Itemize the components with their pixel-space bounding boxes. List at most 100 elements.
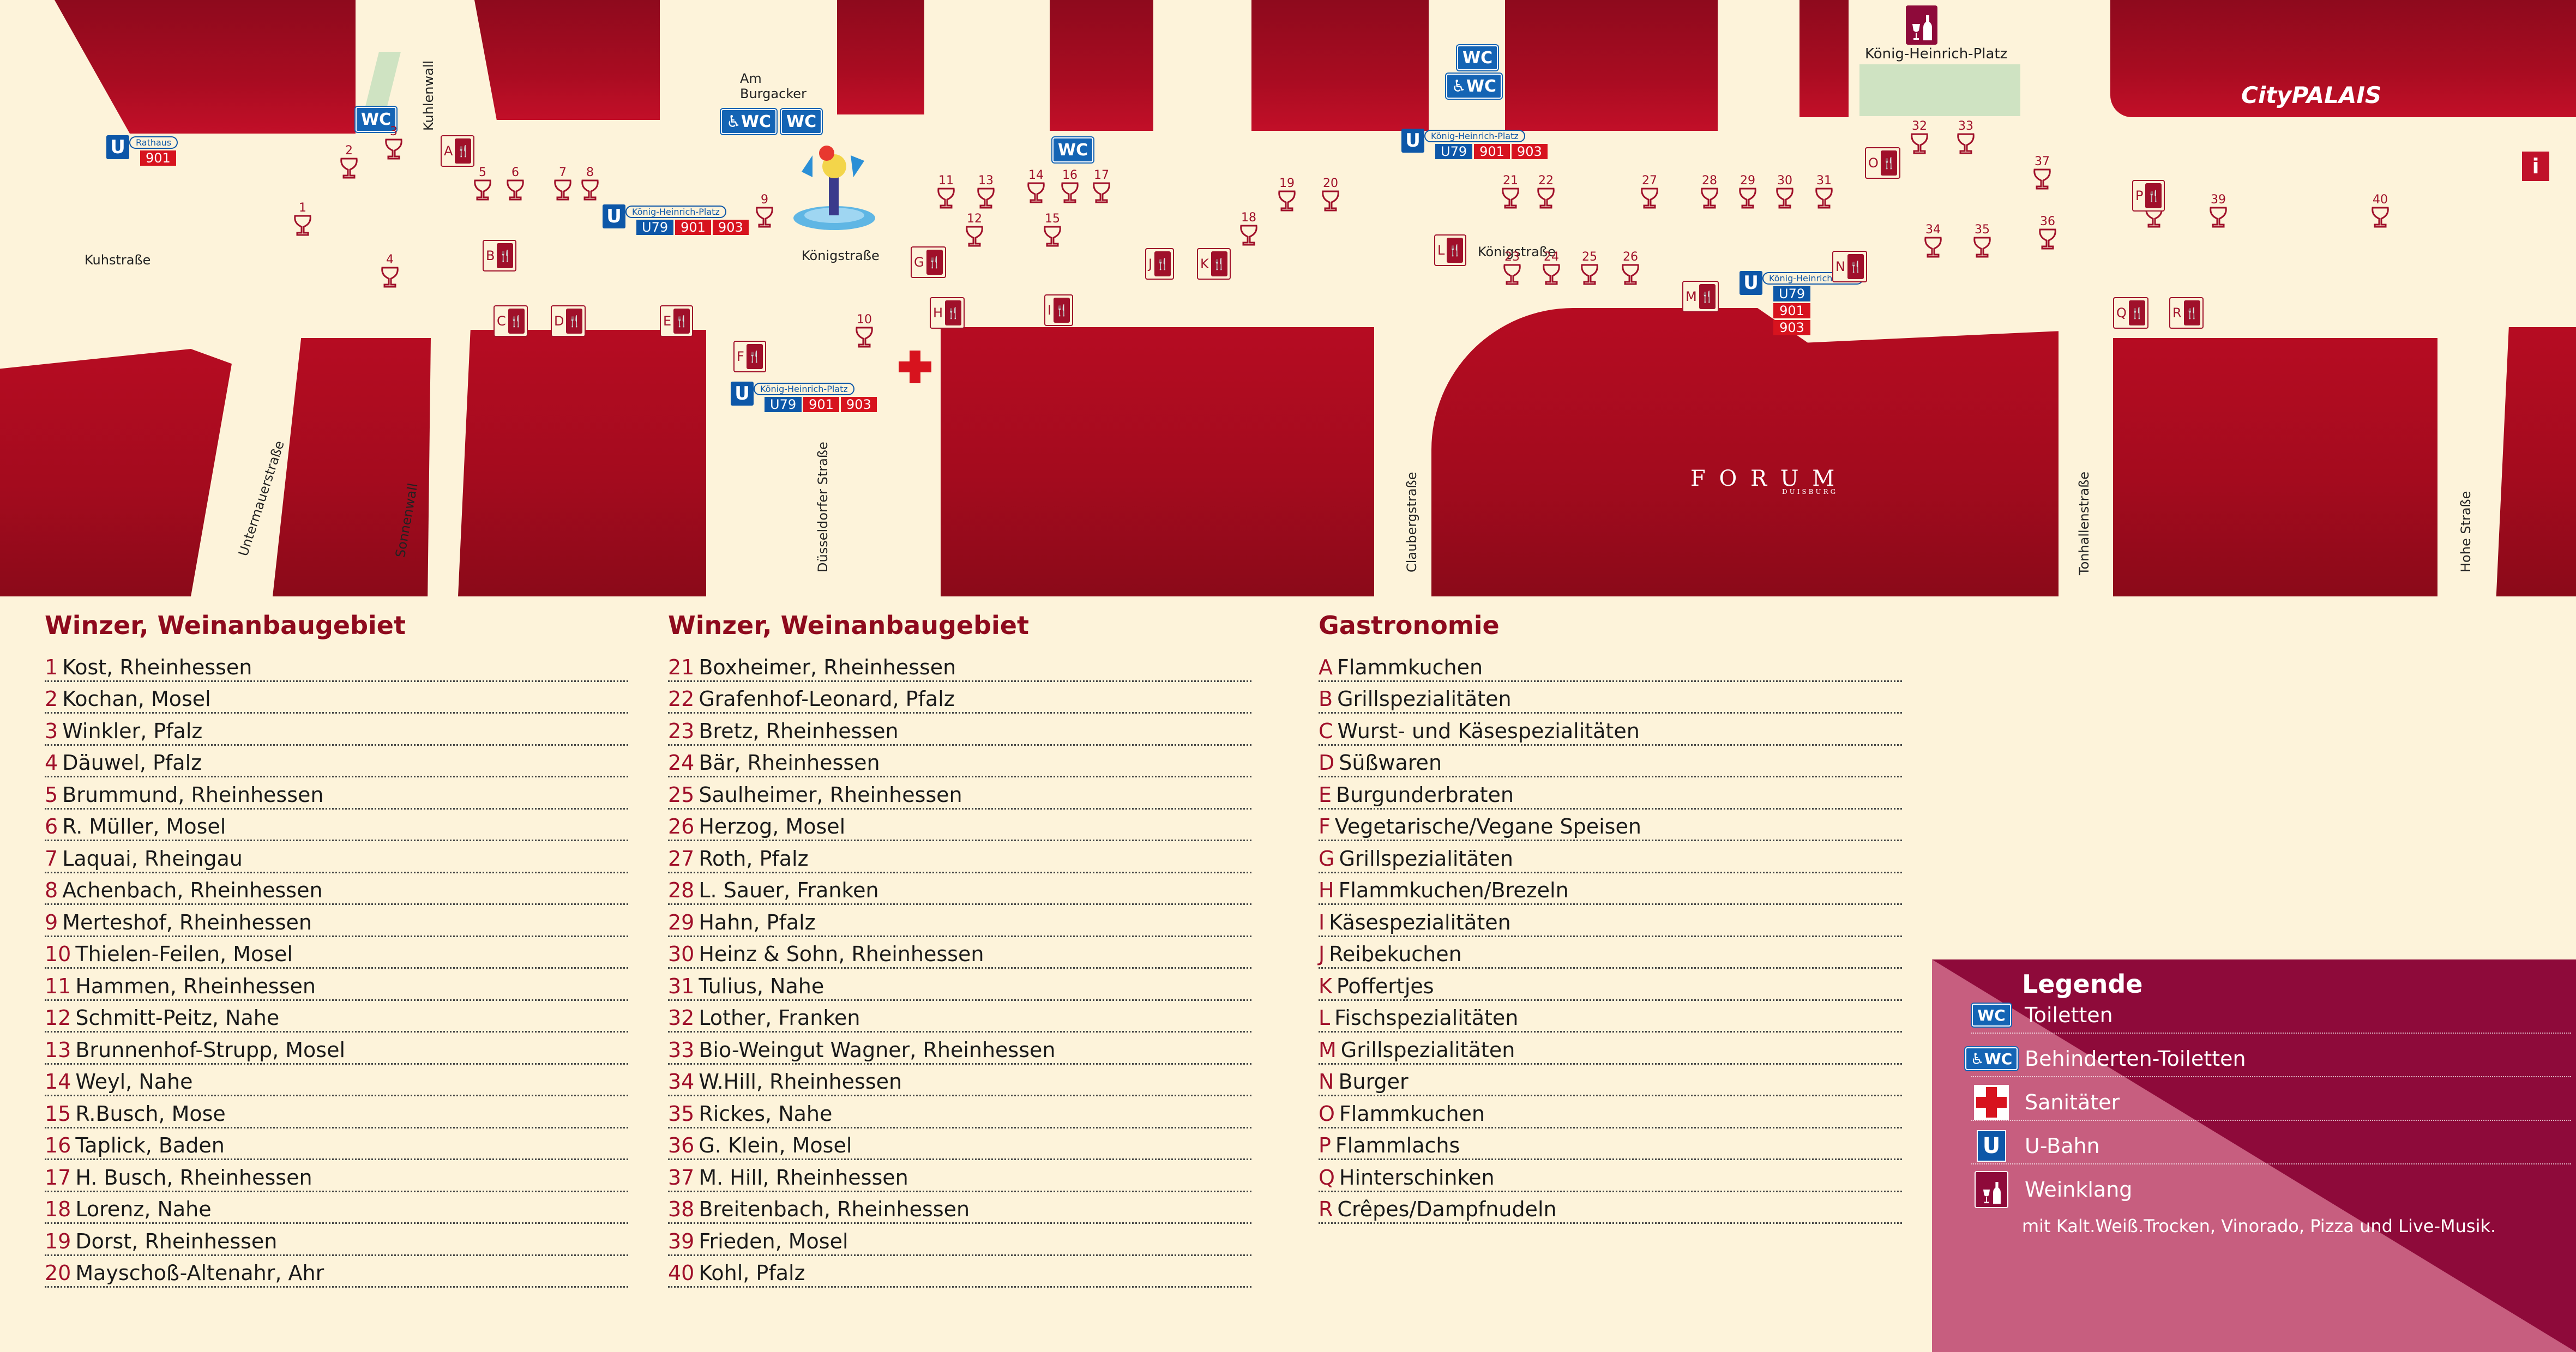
winery-marker[interactable]: 6 — [502, 166, 529, 201]
winery-marker[interactable]: 22 — [1532, 174, 1560, 209]
winery-number: 10 — [857, 313, 872, 327]
list-item-key: 35 — [668, 1101, 695, 1126]
winery-marker[interactable]: 12 — [961, 213, 988, 248]
list-item-label: Crêpes/Dampfnudeln — [1337, 1197, 1557, 1221]
wine-glass-icon — [376, 267, 404, 288]
food-stall-marker[interactable]: Q🍴 — [2113, 297, 2148, 329]
food-stall-marker[interactable]: E🍴 — [660, 305, 694, 337]
winery-marker[interactable]: 10 — [851, 313, 878, 348]
legend-label: U-Bahn — [2025, 1134, 2100, 1158]
wc-icon[interactable]: WC — [1052, 137, 1094, 162]
food-stall-marker[interactable]: J🍴 — [1145, 248, 1175, 280]
winery-marker[interactable]: 9 — [751, 194, 778, 228]
winery-marker[interactable]: 34 — [1919, 224, 1947, 258]
list-item-key: 8 — [45, 878, 58, 902]
list-item-label: Brunnenhof-Strupp, Mosel — [75, 1037, 346, 1062]
list-item-key: 30 — [668, 942, 695, 966]
list-item-label: Rickes, Nahe — [699, 1101, 833, 1126]
food-stall-marker[interactable]: P🍴 — [2132, 180, 2165, 212]
winery-marker[interactable]: 35 — [1969, 224, 1996, 258]
list-item-label: Grafenhof-Leonard, Pfalz — [699, 687, 955, 711]
winery-marker[interactable]: 8 — [576, 166, 604, 201]
food-stall-marker[interactable]: R🍴 — [2169, 297, 2204, 329]
food-stall-marker[interactable]: I🍴 — [1044, 294, 1074, 326]
winery-marker[interactable]: 21 — [1497, 174, 1524, 209]
food-stall-marker[interactable]: B🍴 — [483, 240, 517, 271]
winery-marker[interactable]: 32 — [1906, 120, 1933, 155]
list-item-key: F — [1319, 814, 1331, 838]
list-item-key: 7 — [45, 846, 58, 871]
list-item-label: Mayschoß-Altenahr, Ahr — [75, 1261, 324, 1285]
food-stall-marker[interactable]: M🍴 — [1682, 281, 1719, 312]
food-stall-marker[interactable]: K🍴 — [1197, 248, 1231, 280]
accessible-wc-icon[interactable]: ♿WC — [1446, 74, 1502, 99]
winery-marker[interactable]: 30 — [1771, 174, 1798, 209]
winery-marker[interactable]: 23 — [1498, 251, 1526, 286]
winery-marker[interactable]: 2 — [335, 144, 363, 179]
winery-marker[interactable]: 5 — [469, 166, 496, 201]
building-block — [1799, 0, 1849, 117]
street-koenigstrasse-west: Königstraße — [802, 248, 880, 263]
food-stall-marker[interactable]: N🍴 — [1832, 251, 1867, 282]
winery-marker[interactable]: 39 — [2205, 194, 2232, 228]
winery-marker[interactable]: 20 — [1317, 177, 1344, 212]
winery-marker[interactable]: 19 — [1273, 177, 1301, 212]
winery-marker[interactable]: 37 — [2029, 155, 2056, 190]
winery-marker[interactable]: 13 — [972, 174, 1000, 209]
winery-marker[interactable]: 1 — [289, 202, 316, 237]
winery-marker[interactable]: 36 — [2034, 215, 2061, 250]
food-stall-marker[interactable]: A🍴 — [441, 135, 475, 167]
food-stall-marker[interactable]: H🍴 — [930, 297, 965, 329]
winery-marker[interactable]: 11 — [932, 174, 960, 209]
fork-knife-icon: 🍴 — [1154, 251, 1171, 276]
winery-marker[interactable]: 29 — [1734, 174, 1761, 209]
accessible-wc-icon[interactable]: ♿WC — [721, 109, 777, 134]
plaza-green — [1859, 64, 2020, 116]
info-icon[interactable]: i — [2522, 152, 2549, 181]
food-stall-marker[interactable]: F🍴 — [733, 341, 766, 372]
line-badge: U79 — [1773, 286, 1811, 301]
winery-marker[interactable]: 40 — [2367, 194, 2394, 228]
food-stall-marker[interactable]: D🍴 — [551, 305, 586, 337]
wc-icon[interactable]: WC — [356, 107, 397, 132]
winery-marker[interactable]: 16 — [1056, 169, 1084, 204]
winery-marker[interactable]: 27 — [1636, 174, 1663, 209]
red-cross-icon[interactable] — [899, 351, 931, 383]
line-badge: U79 — [1435, 144, 1473, 159]
wc-icon[interactable]: WC — [1457, 45, 1498, 70]
food-stall-letter: E — [663, 313, 672, 329]
legend-note: mit Kalt.Weiß.Trocken, Vinorado, Pizza u… — [2022, 1216, 2496, 1236]
food-stall-marker[interactable]: G🍴 — [911, 246, 946, 278]
winery-marker[interactable]: 7 — [549, 166, 576, 201]
winery-marker[interactable]: 31 — [1810, 174, 1838, 209]
winery-marker[interactable]: 24 — [1538, 251, 1565, 286]
winery-marker[interactable]: 14 — [1022, 169, 1050, 204]
winery-marker[interactable]: 3 — [380, 125, 407, 160]
wine-glass-icon — [972, 188, 1000, 209]
winery-marker[interactable]: 26 — [1617, 251, 1644, 286]
winery-marker[interactable]: 15 — [1039, 213, 1066, 248]
wine-glass-icon — [335, 158, 363, 179]
food-stall-marker[interactable]: L🍴 — [1434, 234, 1467, 266]
wine-bottle-glass-icon[interactable] — [1906, 5, 1937, 45]
winery-marker[interactable]: 17 — [1088, 169, 1115, 204]
food-stall-marker[interactable]: O🍴 — [1865, 147, 1900, 179]
winery-marker[interactable]: 25 — [1576, 251, 1603, 286]
food-stall-marker[interactable]: C🍴 — [493, 305, 528, 337]
winery-marker[interactable]: 28 — [1696, 174, 1723, 209]
winery-marker[interactable]: 33 — [1952, 120, 1979, 155]
winery-marker[interactable]: 4 — [376, 254, 404, 288]
wc-icon[interactable]: WC — [781, 109, 822, 134]
list-item-label: Bio-Weingut Wagner, Rheinhessen — [699, 1037, 1056, 1062]
winery-marker[interactable]: 18 — [1235, 212, 1262, 246]
